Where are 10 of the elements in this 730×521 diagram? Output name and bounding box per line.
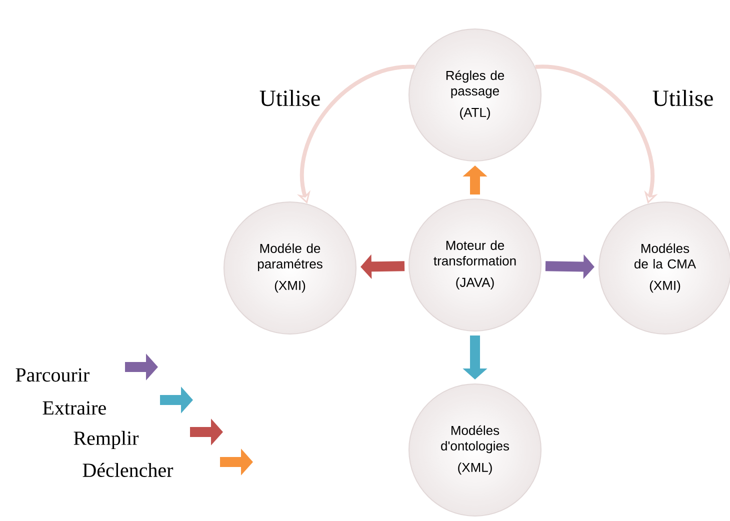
- legend-label: Parcourir: [16, 368, 90, 382]
- circle-node: Régles de passage (ATL): [408, 28, 542, 162]
- circle-node: Modéle de paramétres (XMI): [224, 202, 356, 334]
- legend-label: Remplir: [74, 430, 139, 450]
- legend-label: Déclencher: [82, 462, 174, 478]
- circle-node: Modéles d'ontologies (XML): [408, 383, 542, 516]
- edge-label: Utilise: [260, 90, 320, 106]
- circle-node: Moteur de transformation (JAVA): [408, 198, 542, 332]
- edge-label: Utilise: [652, 90, 713, 106]
- legend-label: Extraire: [42, 401, 106, 415]
